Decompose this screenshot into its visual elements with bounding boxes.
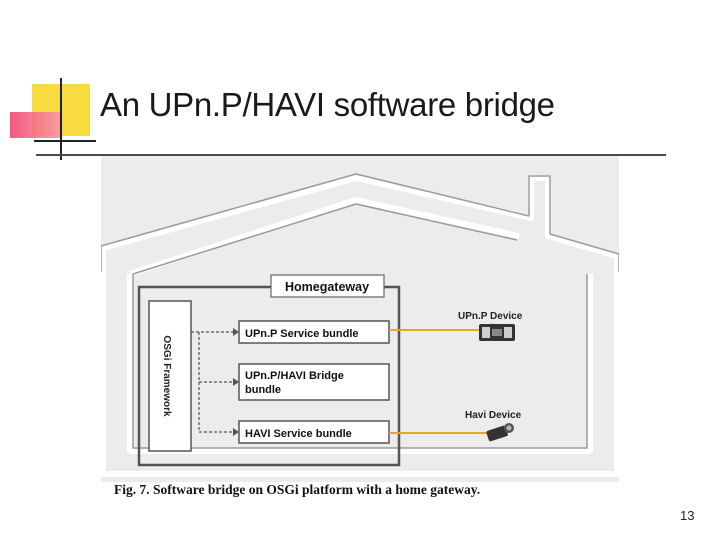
title-divider [36, 154, 666, 156]
gateway-box [137, 285, 401, 467]
camcorder-device-icon [486, 423, 514, 442]
bundle-label: HAVI Service bundle [245, 428, 352, 440]
upnp-service-bundle-box [238, 320, 390, 344]
osgi-framework-box [148, 300, 192, 452]
logo-vertical-line [60, 78, 62, 160]
havi-device-label: Havi Device [465, 410, 522, 421]
logo-horizontal-line [34, 140, 96, 142]
figure-caption: Fig. 7. Software bridge on OSGi platform… [114, 482, 481, 497]
page-number: 13 [680, 508, 695, 523]
gateway-label-box [270, 274, 385, 298]
bridge-bundle-box [238, 363, 390, 401]
gateway-label: Homegateway [285, 280, 369, 294]
slide-title: An UPn.P/HAVI software bridge [100, 86, 555, 123]
upnp-connector-line [389, 323, 494, 331]
house-outline [100, 175, 620, 477]
bundle-label-line2: bundle [245, 384, 281, 396]
osgi-framework-label: OSGi Framework [161, 335, 172, 417]
logo-red-square [10, 112, 62, 138]
upnp-device-label: UPn.P Device [458, 311, 523, 322]
house-diagram: Homegateway OSGi Framework UPn.P Service… [100, 173, 620, 477]
framework-connectors [191, 331, 233, 433]
havi-connector-line [389, 428, 504, 434]
radio-device-icon [479, 324, 515, 341]
figure-image: Homegateway OSGi Framework UPn.P Service… [100, 156, 620, 482]
bundle-label: UPn.P Service bundle [245, 328, 359, 340]
bundle-label: UPn.P/HAVI Bridge [245, 370, 344, 382]
